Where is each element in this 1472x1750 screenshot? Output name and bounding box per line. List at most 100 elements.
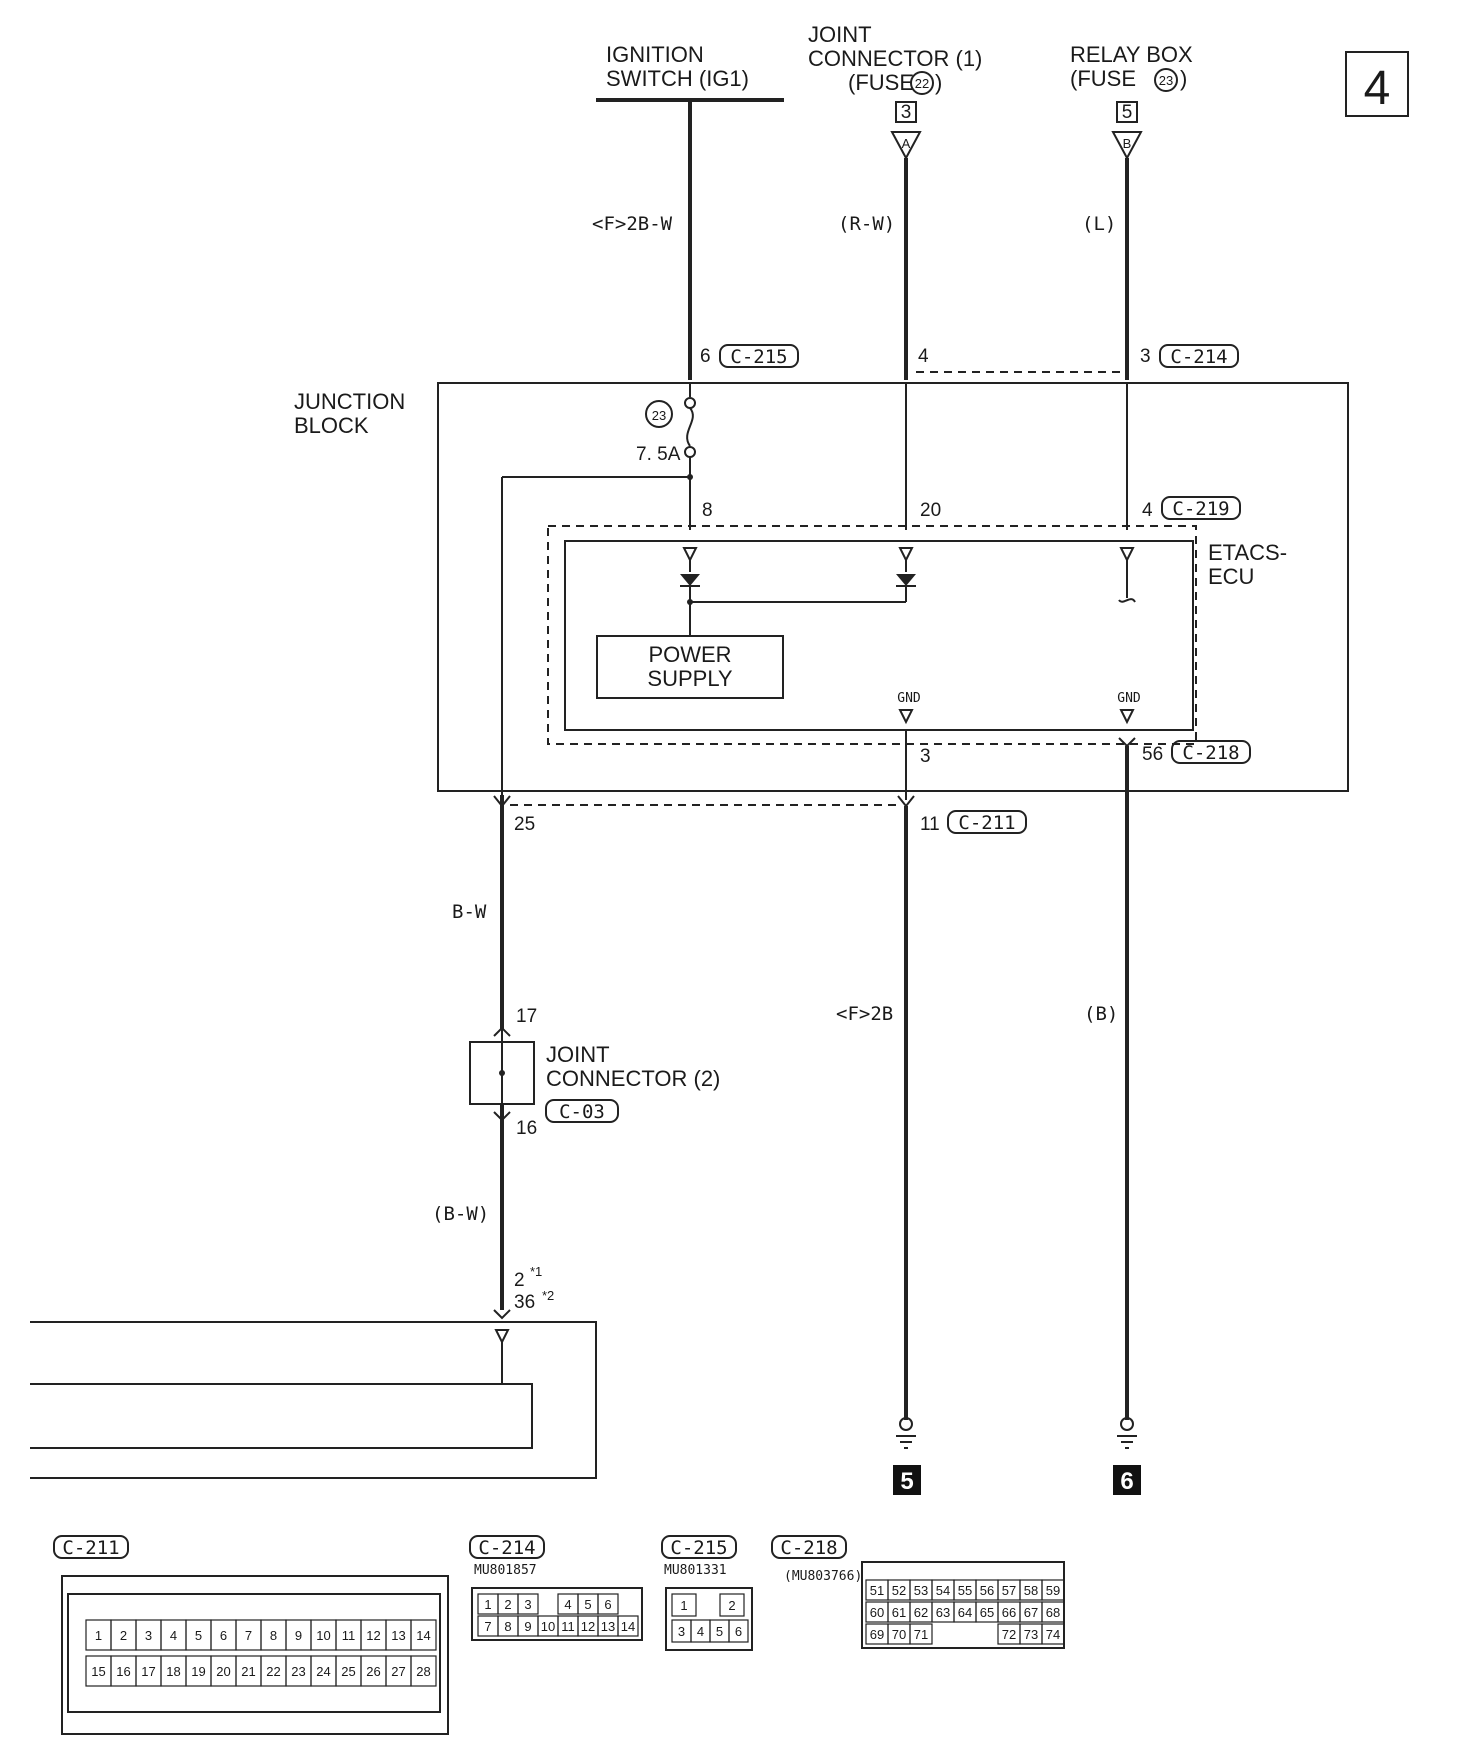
ground-6: 6 — [1113, 1417, 1141, 1495]
fuse-rating: 7. 5A — [636, 444, 681, 465]
ground-5-label: 5 — [900, 1468, 913, 1495]
joint1-fuse-number: 22 — [915, 76, 929, 91]
junction-label-2: BLOCK — [294, 413, 369, 438]
joint1-close-paren: ) — [935, 70, 942, 95]
c218-pin-label: 60 — [870, 1605, 884, 1620]
c211-pin-label: 25 — [341, 1664, 355, 1679]
connector-c214-tag: C-214 — [1170, 346, 1227, 368]
c218-title: C-218 — [780, 1537, 837, 1559]
c211-pin-cell — [410, 1655, 437, 1687]
c214-pin-cell — [597, 1593, 619, 1615]
c218-pin-label: 65 — [980, 1605, 994, 1620]
c215-pin-label: 6 — [735, 1624, 742, 1639]
c211-pin-label: 21 — [241, 1664, 255, 1679]
c218-pin-label: 58 — [1024, 1583, 1038, 1598]
c211-pin-label: 24 — [316, 1664, 330, 1679]
joint1-tag: A — [902, 136, 911, 151]
relay-label-1: RELAY BOX — [1070, 42, 1193, 67]
ignition-wire-color: <F>2B-W — [592, 213, 673, 235]
c211-pin-label: 9 — [295, 1628, 302, 1643]
pin-11: 11 — [920, 814, 940, 835]
c218-pin-label: 51 — [870, 1583, 884, 1598]
c215-pin-label: 2 — [728, 1598, 735, 1613]
c211-pin-label: 10 — [316, 1628, 330, 1643]
c215-pin-cell — [671, 1593, 697, 1617]
relay-box-source: RELAY BOX (FUSE 23 ) 5 B — [1070, 42, 1193, 161]
relay-close-paren: ) — [1180, 66, 1187, 91]
pin-16: 16 — [516, 1118, 537, 1139]
c218-pin-label: 52 — [892, 1583, 906, 1598]
pin-4-top: 4 — [918, 346, 929, 367]
pin-36-note: *2 — [542, 1288, 554, 1303]
c214-pin-label: 6 — [604, 1597, 611, 1612]
joint2-label-2: CONNECTOR (2) — [546, 1066, 720, 1091]
c218-pin-cell — [976, 1624, 998, 1644]
c215-pin-label: 1 — [680, 1598, 687, 1613]
c214-pin-label: 14 — [621, 1619, 635, 1634]
relay-tag: B — [1123, 136, 1132, 151]
c214-pin-label: 7 — [484, 1619, 491, 1634]
c218-pin-cell — [1041, 1623, 1065, 1645]
connector-c215-tag: C-215 — [730, 346, 787, 368]
relay-fuse-number: 23 — [1159, 73, 1173, 88]
c214-pin-label: 10 — [541, 1619, 555, 1634]
c214-pin-label: 5 — [584, 1597, 591, 1612]
c211-pin-label: 2 — [120, 1628, 127, 1643]
pin-2-note: *1 — [530, 1264, 542, 1279]
power-supply-label-2: SUPPLY — [647, 666, 733, 691]
c218-pin-cell — [954, 1624, 976, 1644]
c218-pin-label: 64 — [958, 1605, 972, 1620]
lower-module-inner — [30, 1383, 533, 1449]
c211-pin-label: 15 — [91, 1664, 105, 1679]
c211-title: C-211 — [62, 1537, 119, 1559]
c218-pin-label: 59 — [1046, 1583, 1060, 1598]
connector-c03-tag: C-03 — [559, 1101, 605, 1123]
c218-pin-label: 53 — [914, 1583, 928, 1598]
lower-module-outer — [30, 1321, 597, 1479]
c211-pin-label: 4 — [170, 1628, 177, 1643]
c211-pin-label: 28 — [416, 1664, 430, 1679]
ignition-label-2: SWITCH (IG1) — [606, 66, 749, 91]
etacs-ecu — [564, 540, 1194, 731]
relay-ref-box — [1116, 101, 1138, 123]
c218-pin-label: 66 — [1002, 1605, 1016, 1620]
page-number-box — [1345, 51, 1409, 117]
relay-ref: 5 — [1122, 102, 1133, 123]
joint1-label-1: JOINT — [808, 22, 872, 47]
c218-pin-label: 68 — [1046, 1605, 1060, 1620]
ecu-dashed-boundary — [547, 525, 1197, 745]
pin-3-top: 3 — [1140, 346, 1151, 367]
ignition-switch-source: IGNITION SWITCH (IG1) — [596, 42, 784, 102]
c211-pin-label: 23 — [291, 1664, 305, 1679]
c211-pin-label: 27 — [391, 1664, 405, 1679]
pin-8: 8 — [702, 500, 713, 521]
bw2-wire-color: (B-W) — [432, 1203, 489, 1225]
pin-20: 20 — [920, 500, 941, 521]
ecu-gnd-label-2: GND — [1117, 691, 1141, 706]
c211-pin-label: 20 — [216, 1664, 230, 1679]
junction-block — [437, 382, 1349, 792]
c218-pin-label: 74 — [1046, 1627, 1060, 1642]
pin-25: 25 — [514, 814, 535, 835]
c211-pin-label: 18 — [166, 1664, 180, 1679]
c215-pin-cell — [696, 1594, 720, 1616]
c218-pin-label: 54 — [936, 1583, 950, 1598]
c214-pin-cell — [617, 1615, 639, 1637]
c214-pin-label: 2 — [504, 1597, 511, 1612]
c214-pin-label: 9 — [524, 1619, 531, 1634]
c211-pin-label: 3 — [145, 1628, 152, 1643]
c218-pin-label: 71 — [914, 1627, 928, 1642]
c218-pin-cell — [1041, 1579, 1065, 1601]
c218-pin-label: 67 — [1024, 1605, 1038, 1620]
